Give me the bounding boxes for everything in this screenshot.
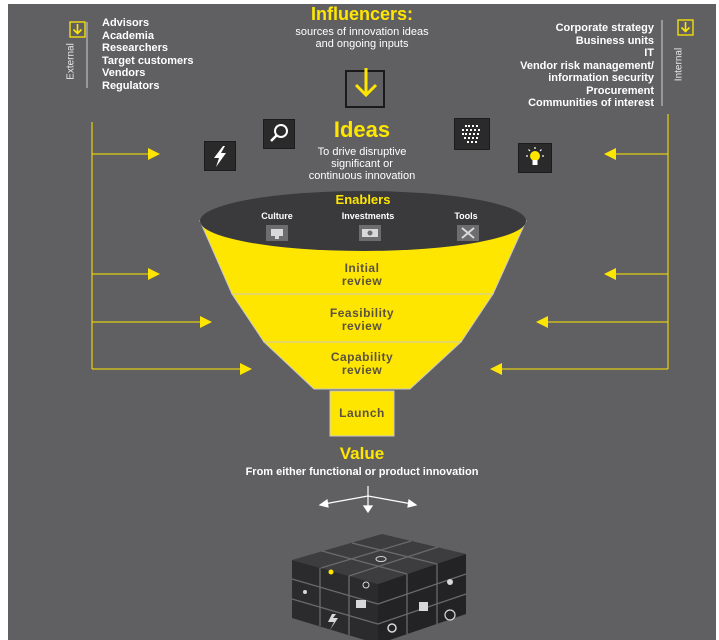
diagram-canvas: External Advisors Academia Researchers T… (8, 4, 716, 640)
external-item: Regulators (102, 79, 160, 92)
right-arrow (148, 268, 160, 280)
left-arrow (604, 148, 616, 160)
enabler-label: Investments (341, 211, 395, 221)
internal-item: IT (644, 47, 654, 59)
left-arrow (604, 268, 616, 280)
magnifier-icon (263, 119, 295, 149)
tools-icon (457, 225, 479, 241)
cube-icon (291, 534, 467, 640)
right-arrow (148, 148, 160, 160)
ideas-description: To drive disruptive significant or conti… (272, 146, 452, 182)
stage-label: review (341, 274, 383, 288)
right-arrow (200, 316, 212, 328)
influencers-title: Influencers: (310, 4, 414, 24)
enabler-label: Culture (261, 211, 293, 221)
culture-icon (266, 225, 288, 241)
download-arrow-icon (345, 68, 385, 108)
ideas-description-line: significant or (331, 158, 393, 170)
internal-item: Vendor risk management/ (520, 59, 654, 72)
internal-item: Business units (575, 34, 654, 47)
stage-initial-review: Initial review (312, 262, 412, 288)
stage-launch: Launch (339, 406, 385, 420)
ideas-description-line: To drive disruptive (317, 146, 407, 158)
left-arrow (536, 316, 548, 328)
external-list: Advisors Academia Researchers Target cus… (102, 17, 194, 92)
ideas-description-line: continuous innovation (308, 170, 416, 182)
stage-feasibility-review: Feasibility review (312, 307, 412, 333)
left-arrow (490, 363, 502, 375)
funnel-capability-segment (262, 341, 463, 390)
connector-lines (91, 114, 669, 375)
internal-item: Communities of interest (528, 97, 654, 109)
enabler-label: Tools (454, 211, 478, 221)
stage-label: review (341, 319, 383, 333)
internal-item: Corporate strategy (555, 22, 654, 34)
right-arrow (240, 363, 252, 375)
funnel-launch-segment (329, 390, 395, 437)
investments-icon (359, 225, 381, 241)
stage-label: review (341, 363, 383, 377)
stage-capability-review: Capability review (312, 351, 412, 377)
binary-code-icon (454, 118, 490, 150)
stage-label: Initial (344, 261, 380, 275)
value-subtitle: From either functional or product innova… (245, 466, 479, 478)
external-item: Researchers (102, 42, 169, 54)
external-item: Vendors (102, 67, 146, 79)
lightning-icon (204, 141, 236, 171)
internal-item: Procurement (586, 84, 654, 97)
lightbulb-icon (518, 143, 552, 173)
ideas-title: Ideas (333, 117, 391, 142)
influencers-subtitle-line: sources of innovation ideas (295, 26, 429, 38)
stage-label: Feasibility (329, 306, 395, 320)
value-title: Value (339, 444, 385, 463)
external-bracket (69, 21, 88, 88)
internal-list: Corporate strategy Business units IT Ven… (520, 22, 654, 110)
external-item: Academia (102, 29, 154, 42)
external-item: Target customers (102, 54, 194, 67)
internal-bracket (661, 19, 694, 106)
external-item: Advisors (102, 17, 150, 29)
internal-item: information security (548, 72, 654, 84)
enablers-title: Enablers (335, 192, 391, 207)
influencers-subtitle-line: and ongoing inputs (315, 38, 409, 50)
value-arrows (318, 486, 418, 514)
stage-label: Capability (330, 350, 394, 364)
influencers-subtitle: sources of innovation ideas and ongoing … (232, 26, 492, 50)
